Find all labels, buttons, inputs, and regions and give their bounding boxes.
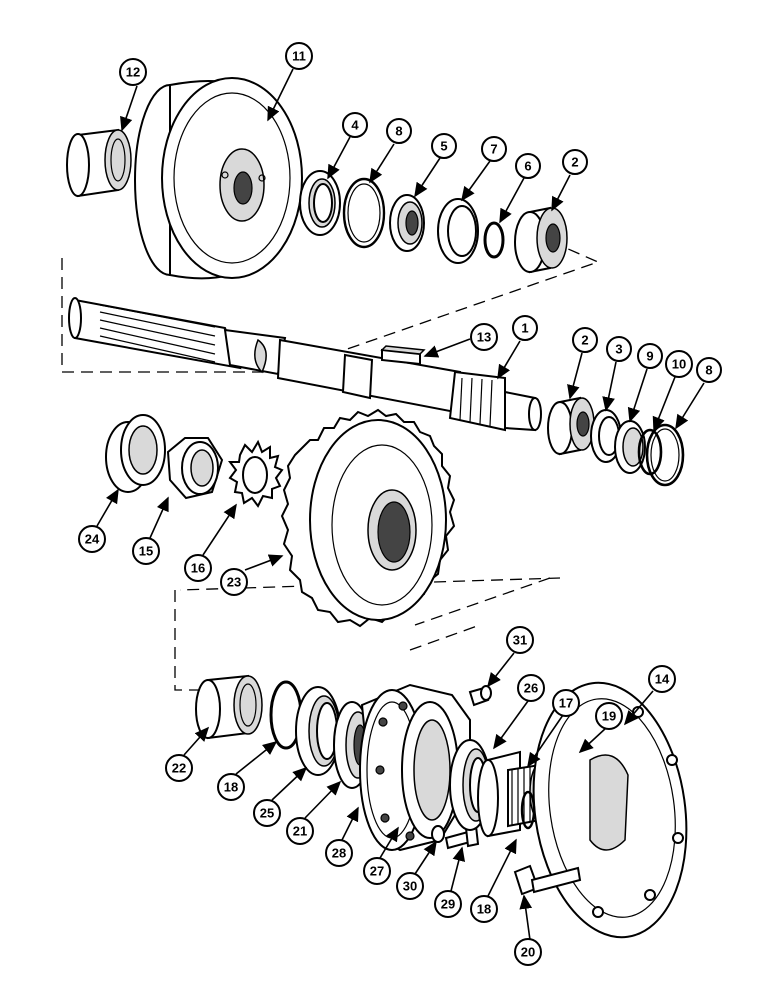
callout-label: 25: [260, 806, 274, 821]
callout-label: 12: [126, 65, 140, 80]
bearing-part-24: [105, 414, 166, 493]
callout-2b: 2: [572, 327, 598, 353]
key-part-13: [380, 345, 426, 366]
bearing-part-2-lower: [547, 396, 595, 456]
callout-label: 9: [646, 349, 653, 364]
callout-label: 3: [615, 342, 622, 357]
callout-label: 21: [293, 824, 307, 839]
callout-8: 8: [386, 118, 412, 144]
callout-19: 19: [595, 702, 623, 730]
callout-9: 9: [637, 343, 663, 369]
callout-label: 29: [441, 897, 455, 912]
callout-5: 5: [431, 133, 457, 159]
callout-4: 4: [342, 112, 368, 138]
seal-part-25: [295, 686, 341, 776]
callout-label: 24: [85, 532, 100, 547]
bearing-part-2-upper: [514, 206, 568, 274]
callout-23: 23: [220, 568, 248, 596]
callout-31: 31: [506, 626, 534, 654]
callout-1: 1: [512, 315, 538, 341]
callout-label: 1: [521, 321, 528, 336]
callout-label: 15: [139, 544, 153, 559]
grease-fitting-part-31: [468, 685, 492, 707]
sleeve-part-22: [195, 674, 263, 740]
callout-label: 17: [559, 696, 573, 711]
callout-8b: 8: [696, 357, 722, 383]
callout-label: 26: [524, 681, 538, 696]
callout-14: 14: [648, 665, 676, 693]
callout-28: 28: [325, 839, 353, 867]
callout-17: 17: [552, 689, 580, 717]
housing-part-27-28: [359, 683, 471, 852]
callout-24: 24: [78, 525, 106, 553]
bushing-part-12: [66, 128, 132, 198]
bolt-part-20: [513, 864, 582, 896]
callout-label: 31: [513, 633, 527, 648]
assembly-dash-line-lower: [174, 577, 561, 691]
gear-part-23: [280, 408, 456, 628]
callout-13: 13: [470, 323, 498, 351]
callout-label: 30: [403, 879, 417, 894]
drum-hub-part-11: [134, 77, 303, 280]
callout-label: 18: [224, 780, 238, 795]
callout-3: 3: [606, 336, 632, 362]
shaft-part-1: [68, 297, 542, 432]
callout-16: 16: [184, 554, 212, 582]
ring-part-9: [614, 420, 646, 474]
callout-12: 12: [119, 58, 147, 86]
snap-ring-part-8-upper: [342, 177, 386, 249]
callout-27: 27: [363, 857, 391, 885]
snap-ring-part-8-lower: [645, 423, 685, 487]
washer-part-30: [431, 825, 445, 843]
callout-label: 11: [292, 49, 306, 64]
callout-label: 6: [524, 159, 531, 174]
callout-label: 19: [602, 709, 616, 724]
nut-part-15: [166, 437, 224, 500]
callout-label: 10: [672, 357, 686, 372]
callout-label: 8: [705, 363, 712, 378]
callout-label: 22: [172, 761, 186, 776]
callout-11: 11: [285, 42, 313, 70]
o-ring-part-6: [483, 221, 505, 259]
callout-label: 2: [571, 155, 578, 170]
callout-label: 20: [521, 945, 535, 960]
callout-18: 18: [217, 773, 245, 801]
bearing-part-5: [389, 194, 425, 252]
ring-part-3: [590, 409, 622, 463]
callout-21: 21: [286, 817, 314, 845]
callout-label: 5: [440, 139, 447, 154]
callout-22: 22: [165, 754, 193, 782]
ring-part-7: [437, 198, 479, 264]
callout-25: 25: [253, 799, 281, 827]
callout-label: 7: [490, 142, 497, 157]
callout-label: 14: [655, 672, 670, 687]
callout-15: 15: [132, 537, 160, 565]
callout-label: 23: [227, 575, 241, 590]
leader-lines: [96, 68, 705, 941]
callout-18b: 18: [470, 895, 498, 923]
assembly-dash-line-upper: [61, 227, 600, 373]
callout-26: 26: [517, 674, 545, 702]
callout-29: 29: [434, 890, 462, 918]
callout-10: 10: [665, 350, 693, 378]
callout-30: 30: [396, 872, 424, 900]
o-ring-part-18-lower: [520, 790, 536, 830]
callout-label: 4: [351, 118, 359, 133]
callouts: 12 11 4 8 5 7 6 2 13 1 2 3 9 10 8 24 15 …: [78, 42, 722, 966]
callout-label: 8: [395, 124, 402, 139]
callout-6: 6: [515, 153, 541, 179]
callout-label: 13: [477, 330, 491, 345]
callout-label: 16: [191, 561, 205, 576]
callout-label: 28: [332, 846, 346, 861]
callout-20: 20: [514, 938, 542, 966]
callout-label: 2: [581, 333, 588, 348]
callout-label: 27: [370, 864, 384, 879]
seal-ring-part-4: [299, 170, 341, 236]
lock-washer-part-16: [228, 439, 284, 508]
callout-label: 18: [477, 902, 491, 917]
callout-2: 2: [562, 149, 588, 175]
callout-7: 7: [481, 136, 507, 162]
